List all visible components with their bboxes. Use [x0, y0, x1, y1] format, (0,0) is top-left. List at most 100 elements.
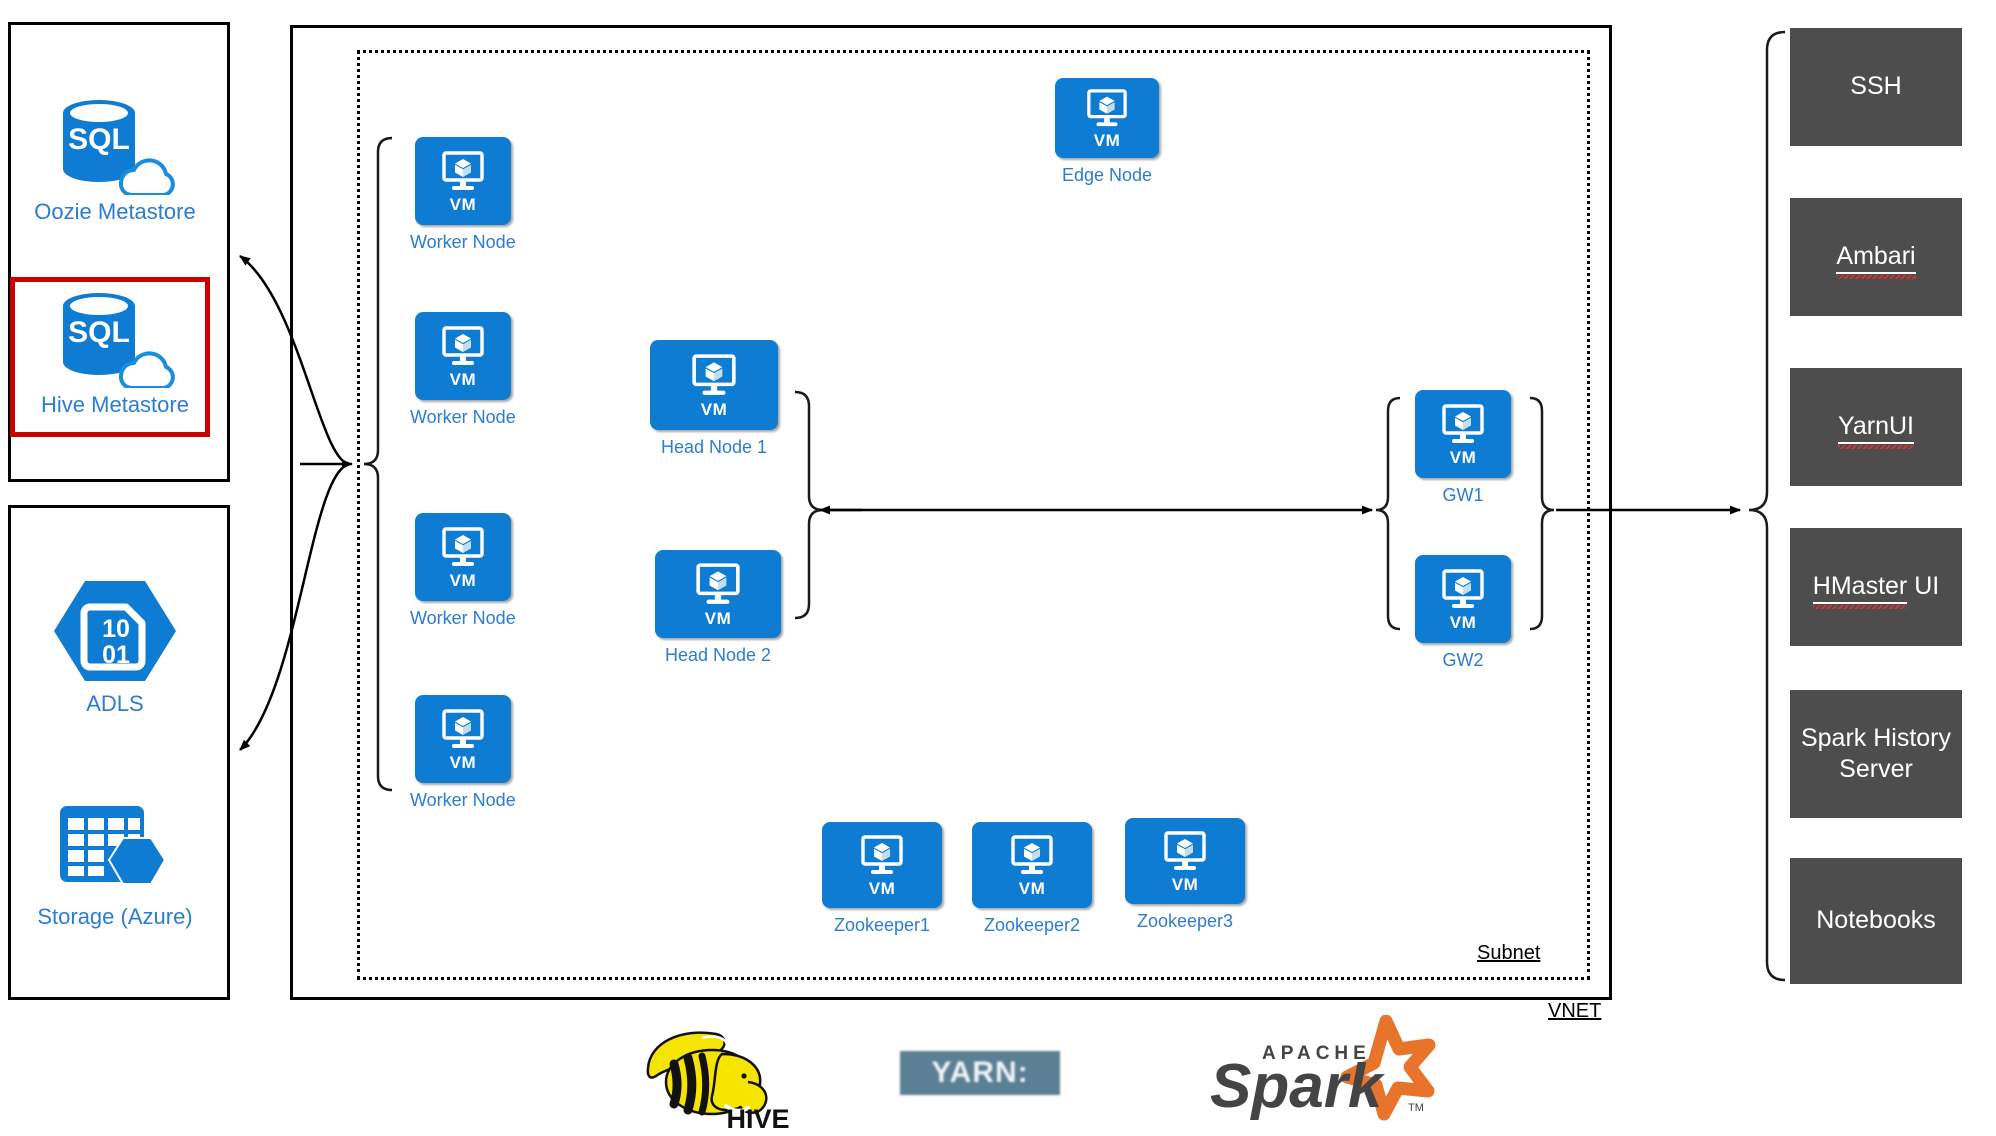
vm-label: VM [1449, 612, 1477, 632]
worker-node-1[interactable]: VM Worker Node [410, 137, 516, 253]
zookeeper-node-1[interactable]: VM Zookeeper1 [822, 822, 942, 936]
subnet-label: Subnet [1477, 942, 1541, 964]
virtual-machine-monitor-icon [1442, 568, 1484, 608]
svg-text:SQL: SQL [68, 316, 130, 349]
vm-label: VM [449, 570, 477, 590]
virtual-machine-monitor-icon [692, 353, 736, 395]
zookeeper-node-3[interactable]: VM Zookeeper3 [1125, 818, 1245, 932]
service-label-plain-part: UI [1907, 572, 1940, 601]
underline-rule [1836, 271, 1916, 274]
node-caption: Worker Node [410, 407, 516, 427]
vm-label: VM [449, 752, 477, 772]
vm-label: VM [449, 369, 477, 389]
underline-rule [1812, 601, 1908, 604]
vm-label: VM [1018, 878, 1046, 898]
zookeeper-node-2[interactable]: VM Zookeeper2 [972, 822, 1092, 936]
store-node-adls[interactable]: 10 01 ADLS [15, 575, 215, 717]
sql-database-cloud-icon: SQL [63, 293, 175, 388]
sql-database-cloud-icon: SQL [63, 100, 175, 195]
hive-metastore-highlight-frame [10, 277, 210, 437]
service-label-spell-part: HMaster [1812, 572, 1908, 601]
gateway-node-2[interactable]: VM GW2 [1415, 555, 1511, 671]
metastore-panel [8, 22, 230, 482]
vnet-label: VNET [1548, 1000, 1602, 1022]
vm-label: VM [700, 399, 728, 419]
hive-bee-elephant-icon: HIVE [646, 1031, 790, 1134]
vm-tile: VM [972, 822, 1092, 908]
apache-hive-logo: HIVE [630, 1020, 810, 1136]
virtual-machine-monitor-icon [861, 834, 903, 874]
virtual-machine-monitor-icon [696, 562, 740, 604]
worker-node-4[interactable]: VM Worker Node [410, 695, 516, 811]
head-node-1[interactable]: VM Head Node 1 [650, 340, 778, 458]
vm-tile: VM [650, 340, 778, 430]
store-node-oozie-metastore[interactable]: SQL Oozie Metastore [15, 95, 215, 225]
apache-spark-logo: APACHE Spark TM [1200, 1014, 1450, 1130]
edge-node[interactable]: VM Edge Node [1055, 78, 1159, 186]
node-caption: Worker Node [410, 790, 516, 810]
service-box-hmaster-ui[interactable]: HMaster UI [1790, 528, 1962, 646]
underline-rule [1838, 441, 1914, 444]
vm-label: VM [704, 608, 732, 628]
worker-node-2[interactable]: VM Worker Node [410, 312, 516, 428]
vm-tile: VM [1415, 390, 1511, 478]
node-caption: GW2 [1442, 650, 1484, 670]
virtual-machine-monitor-icon [1164, 830, 1206, 870]
vm-tile: VM [414, 695, 511, 783]
vm-label: VM [1093, 130, 1121, 150]
vm-tile: VM [822, 822, 942, 908]
spellcheck-squiggle [1836, 274, 1916, 279]
node-caption: Worker Node [410, 608, 516, 628]
store-node-azure-storage[interactable]: Storage (Azure) [15, 800, 215, 930]
hive-wordmark: HIVE [726, 1104, 789, 1134]
service-box-notebooks[interactable]: Notebooks [1790, 858, 1962, 984]
vm-label: VM [1449, 447, 1477, 467]
spellcheck-squiggle [1812, 604, 1908, 609]
node-caption: Worker Node [410, 232, 516, 252]
vm-tile: VM [414, 312, 511, 400]
head-node-2[interactable]: VM Head Node 2 [655, 550, 781, 666]
store-caption: Storage (Azure) [37, 904, 193, 929]
adls-hexagon-icon: 10 01 [54, 581, 176, 681]
virtual-machine-monitor-icon [1087, 88, 1127, 126]
service-label: YarnUI [1838, 412, 1914, 441]
spark-star-icon: APACHE Spark TM [1210, 1014, 1436, 1121]
vm-tile: VM [414, 137, 511, 225]
yarn-wordmark: YARN: [931, 1056, 1029, 1089]
node-caption: Zookeeper3 [1136, 911, 1234, 931]
node-caption: Zookeeper1 [833, 915, 931, 935]
spark-wordmark: Spark [1210, 1052, 1386, 1121]
virtual-machine-monitor-icon [1011, 834, 1053, 874]
spellcheck-squiggle [1838, 444, 1914, 449]
service-box-yarnui[interactable]: YarnUI [1790, 368, 1962, 486]
virtual-machine-monitor-icon [1442, 403, 1484, 443]
worker-node-3[interactable]: VM Worker Node [410, 513, 516, 629]
vm-tile: VM [1125, 818, 1245, 904]
svg-text:SQL: SQL [68, 123, 130, 156]
vm-tile: VM [1415, 555, 1511, 643]
service-label: Ambari [1836, 242, 1916, 271]
node-caption: Head Node 1 [660, 437, 768, 457]
vm-tile: VM [1055, 78, 1159, 158]
service-box-ssh[interactable]: SSH [1790, 28, 1962, 146]
gateway-node-1[interactable]: VM GW1 [1415, 390, 1511, 506]
vm-tile: VM [414, 513, 511, 601]
node-caption: Head Node 2 [664, 645, 772, 665]
spark-trademark: TM [1408, 1102, 1424, 1114]
vm-label: VM [449, 194, 477, 214]
azure-storage-icon [60, 806, 167, 885]
vm-tile: VM [655, 550, 781, 638]
store-caption: ADLS [86, 691, 144, 716]
virtual-machine-monitor-icon [442, 325, 484, 365]
virtual-machine-monitor-icon [442, 526, 484, 566]
vm-label: VM [868, 878, 896, 898]
service-box-spark-history-server[interactable]: Spark History Server [1790, 690, 1962, 818]
virtual-machine-monitor-icon [442, 150, 484, 190]
store-caption: Hive Metastore [41, 392, 189, 417]
adls-badge-top: 10 [102, 615, 130, 643]
service-box-ambari[interactable]: Ambari [1790, 198, 1962, 316]
virtual-machine-monitor-icon [442, 708, 484, 748]
service-label: Notebooks [1816, 906, 1936, 935]
store-node-hive-metastore[interactable]: SQL Hive Metastore [15, 288, 215, 418]
